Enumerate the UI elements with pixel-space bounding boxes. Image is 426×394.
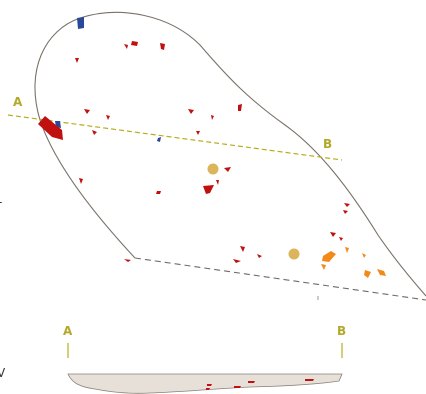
find-red [330,232,336,237]
red-finds [38,41,350,263]
find-red [344,203,350,207]
section-finds [206,379,314,390]
find-red [211,115,214,120]
find-red [75,58,79,63]
find-red [84,109,90,114]
section-start-label: A [63,324,73,338]
find-red [196,131,200,135]
find-red [234,386,241,388]
find-red [206,388,210,390]
find-red [343,210,348,214]
find-red [339,237,343,241]
left-edge-v: V [0,366,6,380]
find-red [233,259,241,263]
find-orange [345,247,349,253]
find-red [305,379,314,381]
find-red [240,246,245,252]
find-red [124,259,131,262]
find-orange [364,270,371,278]
section-line-end-label: B [323,137,332,151]
section-line [7,114,343,161]
find-blue [77,17,84,29]
find-red [238,104,242,111]
find-red [203,185,214,194]
find-red [38,116,63,140]
section-profile [67,373,343,394]
gold-marker [207,163,219,175]
find-orange [362,253,366,258]
find-red [160,43,165,50]
section-end-label: B [337,324,346,338]
find-red [124,44,128,49]
section-line-start-label: A [13,95,23,109]
gold-marker [288,248,300,260]
find-red [248,381,255,383]
find-red [79,178,83,184]
find-red [156,191,161,194]
find-red [257,254,262,258]
find-red [106,115,110,120]
find-red [224,167,231,172]
find-blue [157,137,161,142]
blue-finds [55,17,161,142]
find-red [207,384,212,386]
plan-open-edge [134,257,426,301]
find-red [216,180,219,185]
find-red [92,130,97,135]
orange-finds [321,247,386,278]
find-red [131,41,138,46]
find-orange [321,264,326,270]
find-orange [322,251,336,262]
find-orange [377,269,386,276]
plan-outline [34,11,426,297]
left-edge-dash: - [0,195,2,209]
find-red [188,109,194,114]
